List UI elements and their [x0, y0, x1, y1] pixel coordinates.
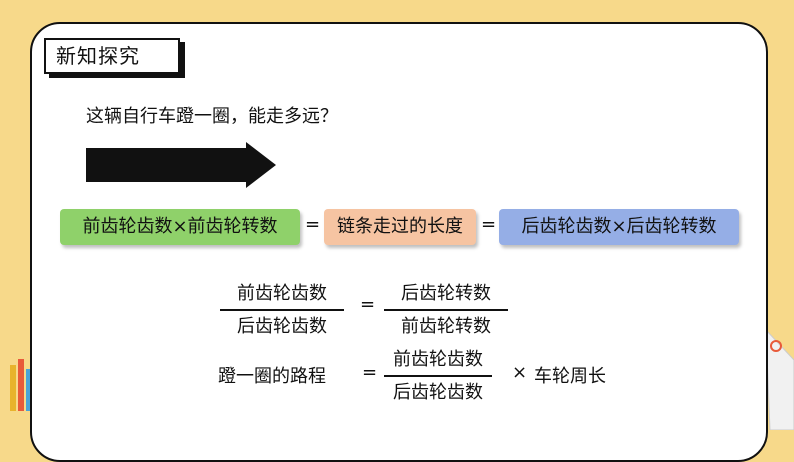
question-text: 这辆自行车蹬一圈，能走多远？	[86, 106, 338, 127]
fraction-bar	[384, 375, 492, 377]
equals-sign: =	[360, 294, 376, 315]
numerator: 后齿轮转数	[401, 283, 491, 304]
pencils-decoration	[10, 359, 32, 411]
rear-gear-product: 后齿轮齿数×后齿轮转数	[499, 209, 739, 245]
distance-label: 蹬一圈的路程	[218, 366, 326, 387]
numerator: 前齿轮齿数	[393, 349, 483, 370]
equals-sign: =	[481, 214, 497, 235]
chain-length: 链条走过的长度	[324, 209, 476, 245]
gear-turns-ratio: 后齿轮转数 前齿轮转数	[384, 281, 508, 340]
section-title: 新知探究	[44, 38, 180, 74]
arrow-right-icon	[86, 142, 276, 188]
slide: { "title": "新知探究", "question": "这辆自行车蹬一圈…	[10, 22, 794, 462]
fraction-bar	[220, 309, 344, 311]
denominator: 后齿轮齿数	[393, 381, 483, 403]
times-sign: ×	[512, 362, 528, 383]
fraction-bar	[384, 309, 508, 311]
denominator: 后齿轮齿数	[237, 315, 327, 337]
equals-sign: =	[305, 214, 321, 235]
teeth-ratio-fraction: 前齿轮齿数 后齿轮齿数	[384, 347, 492, 406]
gear-teeth-ratio: 前齿轮齿数 后齿轮齿数	[220, 281, 344, 340]
equals-sign: =	[362, 362, 378, 383]
front-gear-product: 前齿轮齿数×前齿轮转数	[60, 209, 300, 245]
numerator: 前齿轮齿数	[237, 283, 327, 304]
denominator: 前齿轮转数	[401, 315, 491, 337]
wheel-circumference: 车轮周长	[534, 366, 606, 387]
ruler-decoration	[765, 330, 794, 430]
